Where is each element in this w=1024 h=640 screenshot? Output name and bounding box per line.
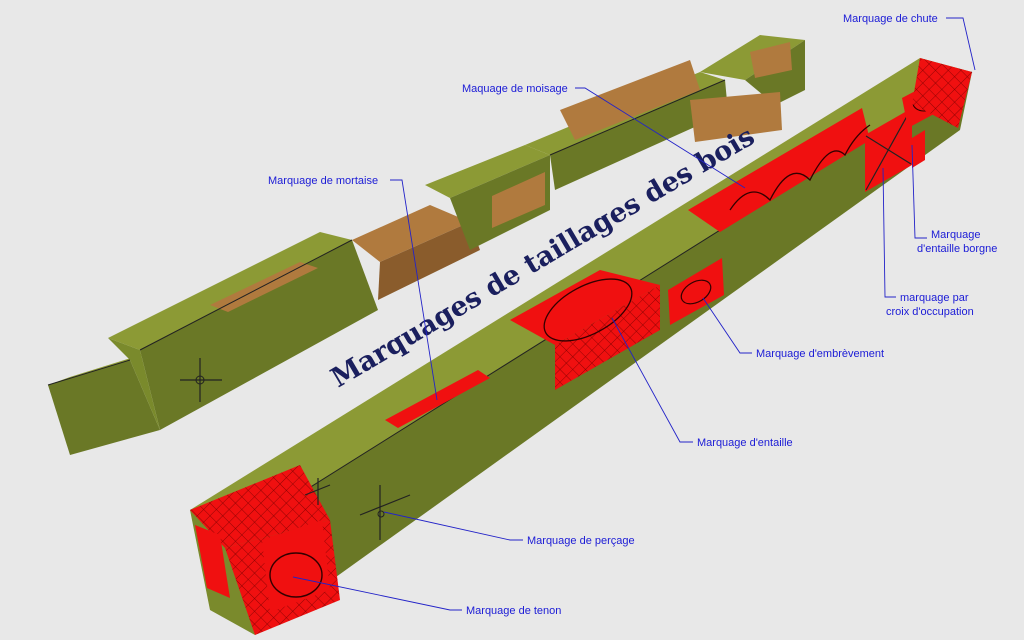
leader-entaille: [611, 317, 693, 443]
front-beam: [190, 58, 973, 635]
leader-embrevement: [702, 297, 752, 354]
back-beam-notch-wall: [378, 222, 480, 300]
back-beam-notch-floor: [352, 205, 470, 262]
leader-tenon: [292, 576, 462, 611]
label-entaille: Marquage d'entaille: [697, 437, 793, 449]
embrevement-marking: [668, 258, 724, 325]
back-beam-front-2: [550, 80, 728, 190]
back-beam-block-window: [492, 172, 545, 228]
leader-chute: [946, 17, 976, 71]
chute-marking: [912, 58, 972, 128]
leader-entaille-borgne: [911, 144, 927, 239]
annotation-labels: Marquage de chute Maquage de moisage Mar…: [268, 13, 997, 617]
back-beam-housing: [560, 60, 700, 140]
back-beam-fork-slot: [750, 42, 792, 78]
label-croix-line2: croix d'occupation: [886, 306, 974, 318]
label-croix-line1: marquage par: [900, 292, 969, 304]
mortise-marking: [385, 370, 490, 428]
notch-marking-front: [555, 285, 660, 390]
back-beam-block-top: [425, 145, 550, 198]
blind-notch-side-marking: [912, 130, 925, 168]
notch-marking-top: [510, 270, 660, 345]
back-beam-tenon-front: [48, 360, 160, 455]
tenon-side-marking: [195, 525, 230, 598]
label-entaille-borgne-line2: d'entaille borgne: [917, 243, 997, 255]
leader-lines: [292, 17, 976, 611]
leader-croix: [882, 167, 896, 298]
leader-mortaise: [390, 179, 438, 401]
label-chute: Marquage de chute: [843, 13, 938, 25]
label-tenon: Marquage de tenon: [466, 605, 561, 617]
moisage-marking: [688, 108, 870, 232]
leader-percage: [383, 511, 523, 541]
label-embrevement: Marquage d'embrèvement: [756, 348, 884, 360]
leader-moisage: [575, 87, 746, 189]
tenon-marking: [262, 520, 330, 612]
back-beam-top-1: [108, 232, 352, 350]
back-beam-fork-cheek: [690, 92, 782, 142]
back-beam-end: [108, 338, 160, 430]
label-entaille-borgne-line1: Marquage: [931, 229, 981, 241]
label-percage: Marquage de perçage: [527, 535, 635, 547]
label-moisage: Maquage de moisage: [462, 83, 568, 95]
tenon-hatch-top: [190, 465, 330, 548]
label-mortaise: Marquage de mortaise: [268, 175, 378, 187]
